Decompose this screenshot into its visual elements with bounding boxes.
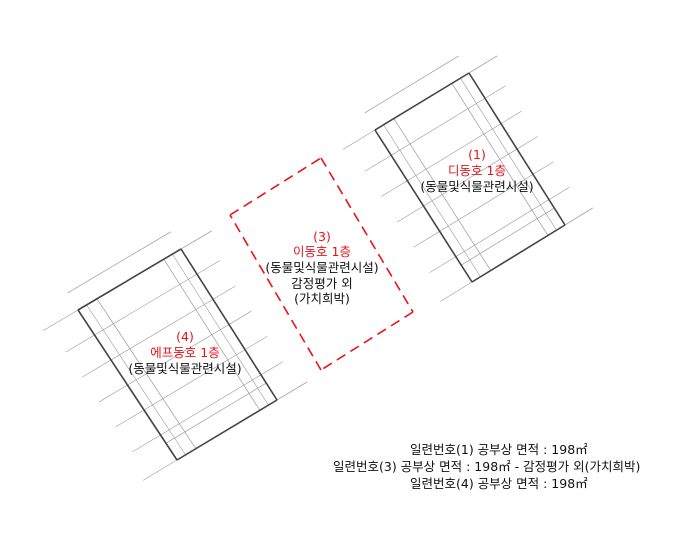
dimension-line xyxy=(96,297,196,449)
dimension-line xyxy=(86,304,186,455)
dimension-line xyxy=(383,124,481,277)
legend-line-3: 일련번호(4) 공부상 면적 : 198㎡ xyxy=(410,476,588,491)
unit-3-boundary xyxy=(320,311,414,371)
dimension-line xyxy=(67,231,171,294)
dimension-line xyxy=(451,83,549,236)
extension-line xyxy=(564,207,594,226)
unit-4-use: (동물및식물관련시설) xyxy=(128,361,242,376)
unit-3-boundary xyxy=(229,157,322,216)
legend-line-2: 일련번호(3) 공부상 면적 : 198㎡ - 감정평가 외(가치희박) xyxy=(333,459,641,474)
extension-line xyxy=(276,381,308,401)
unit-3-boundary xyxy=(229,214,322,371)
unit-3-note-2: (가치희박) xyxy=(294,291,350,306)
building-1-wall xyxy=(468,72,566,226)
grid-line xyxy=(397,136,538,223)
grid-line xyxy=(429,186,570,273)
grid-line xyxy=(364,85,506,172)
grid-line xyxy=(82,285,236,378)
building-4-wall xyxy=(180,248,278,401)
legend-line-1: 일련번호(1) 공부상 면적 : 198㎡ xyxy=(410,442,588,457)
unit-1-name: 디동호 1층 xyxy=(448,163,506,178)
building-1-wall xyxy=(374,129,473,283)
building-1-wall xyxy=(471,224,566,283)
extension-line xyxy=(180,230,213,250)
dimension-line xyxy=(460,78,557,231)
unit-4-number: (4) xyxy=(176,329,194,344)
unit-3-number: (3) xyxy=(313,229,331,244)
building-4-wall xyxy=(77,248,182,311)
grid-line xyxy=(132,361,284,453)
dimension-line xyxy=(461,207,555,266)
grid-line xyxy=(98,310,252,403)
building-4-wall xyxy=(77,309,178,461)
unit-3-note: 감정평가 외 xyxy=(291,276,353,291)
unit-4-name: 에프동호 1층 xyxy=(150,345,220,360)
grid-line xyxy=(380,110,522,197)
building-1-wall xyxy=(374,72,470,131)
dimension-line xyxy=(393,117,491,271)
dimension-line xyxy=(364,55,459,114)
unit-1-number: (1) xyxy=(468,147,486,162)
unit-1-use: (동물및식물관련시설) xyxy=(420,179,534,194)
extension-line xyxy=(468,55,498,74)
dimension-line xyxy=(163,259,261,411)
grid-line xyxy=(115,336,268,428)
building-4-wall xyxy=(176,399,278,461)
unit-3-boundary xyxy=(320,157,414,313)
grid-line xyxy=(413,161,554,248)
dimension-line xyxy=(166,382,267,444)
dimension-line xyxy=(172,254,269,406)
unit-3-use: (동물및식물관련시설) xyxy=(265,260,379,275)
unit-3-name: 이동호 1층 xyxy=(293,244,351,259)
grid-line xyxy=(65,260,220,353)
